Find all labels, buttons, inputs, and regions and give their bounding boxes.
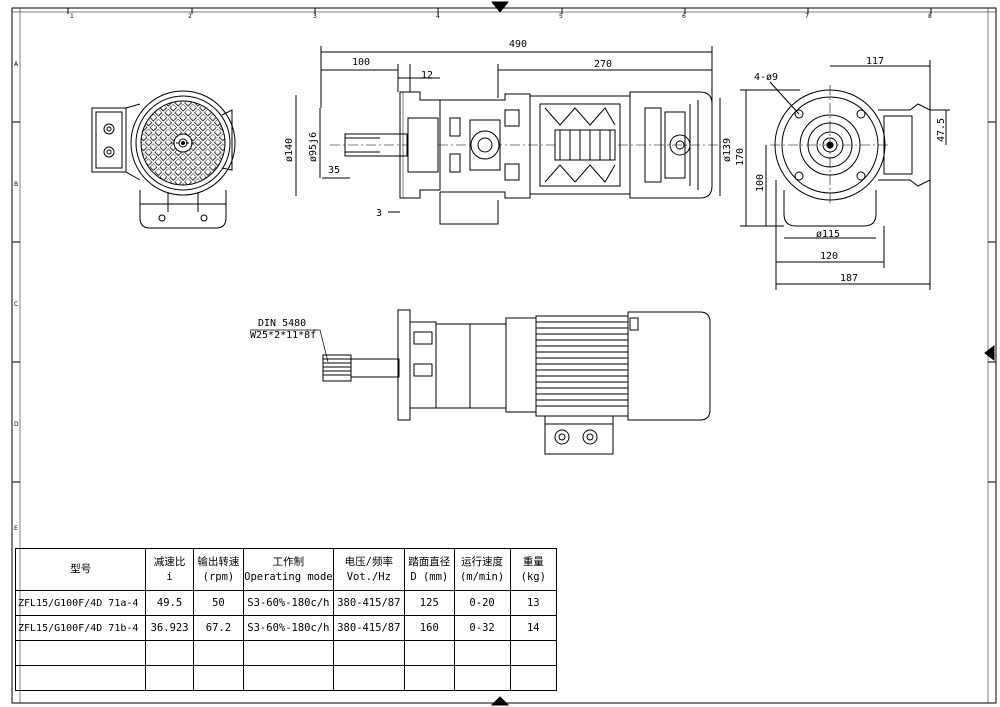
table-row-empty [14, 665, 558, 691]
dim-motor-diameter: ø139 [722, 138, 733, 162]
cell-voltage: 380-415/87 [332, 590, 406, 616]
section-view [295, 46, 721, 225]
spline-note-standard: DIN 5480 [258, 318, 306, 329]
cell-model: ZFL15/G100F/4D 71b-4 [14, 615, 147, 641]
dim-base-diameter: ø115 [816, 229, 840, 240]
spline-note: DIN 5480 W25*2*11*8f [250, 318, 316, 341]
table-row: ZFL15/G100F/4D 71a-4 49.5 50 S3-60%-180c… [14, 590, 558, 616]
dim-motor-length: 270 [594, 59, 612, 70]
dim-total-length: 490 [509, 39, 527, 50]
grid-label-2: 2 [188, 13, 192, 20]
grid-label-c: C [14, 301, 18, 308]
grid-label-4: 4 [436, 13, 440, 20]
dim-spigot: 3 [376, 208, 382, 219]
cell-weight: 14 [509, 615, 558, 641]
spline-note-spec: W25*2*11*8f [250, 330, 316, 341]
dim-base-width: 120 [820, 251, 838, 262]
grid-label-6: 6 [682, 13, 686, 20]
header-travel-speed: 运行速度(m/min) [453, 548, 511, 591]
grid-labels-side: A B C D E [14, 61, 19, 532]
section-dimension-text: 490 100 12 270 ø140 ø95j6 35 3 ø139 [284, 39, 733, 219]
cell-wheel-diameter: 125 [404, 590, 455, 616]
dim-diameter-140: ø140 [284, 138, 295, 162]
grid-label-1: 1 [70, 13, 74, 20]
grid-label-8: 8 [928, 13, 932, 20]
dim-overall-width: 187 [840, 273, 858, 284]
grid-label-7: 7 [805, 13, 809, 20]
cell-wheel-diameter: 160 [404, 615, 455, 641]
grid-label-a: A [14, 61, 19, 68]
dim-flange-thickness: 12 [421, 70, 433, 81]
header-output-speed: 输出转速(rpm) [192, 548, 245, 591]
dim-height-100: 100 [755, 174, 766, 192]
cell-model: ZFL15/G100F/4D 71a-4 [14, 590, 147, 616]
dim-height-170: 170 [735, 148, 746, 166]
cell-ratio: 49.5 [145, 590, 194, 616]
cell-travel-speed: 0-20 [453, 590, 511, 616]
grid-label-3: 3 [313, 13, 317, 20]
cell-operating-mode: S3-60%-180c/h [243, 590, 334, 616]
flange-dimension-text: 117 4-ø9 47.5 170 100 ø115 120 187 [735, 56, 947, 284]
table-row: ZFL15/G100F/4D 71b-4 36.923 67.2 S3-60%-… [14, 615, 558, 641]
dim-shaft-length: 35 [328, 165, 340, 176]
header-weight: 重量(kg) [509, 548, 558, 591]
flange-end-view [740, 60, 950, 290]
grid-label-e: E [14, 525, 18, 532]
dim-width-117: 117 [866, 56, 884, 67]
dim-height-47-5: 47.5 [936, 118, 947, 142]
dim-flange-offset: 100 [352, 57, 370, 68]
grid-label-b: B [14, 181, 18, 188]
fan-end-view [91, 90, 236, 229]
cell-voltage: 380-415/87 [332, 615, 406, 641]
dim-holes: 4-ø9 [754, 72, 778, 83]
cell-travel-speed: 0-32 [453, 615, 511, 641]
exterior-view [250, 309, 711, 455]
cell-operating-mode: S3-60%-180c/h [243, 615, 334, 641]
header-model: 型号 [14, 548, 147, 591]
cell-weight: 13 [509, 590, 558, 616]
grid-label-d: D [14, 421, 19, 428]
cell-ratio: 36.923 [145, 615, 194, 641]
grid-label-5: 5 [559, 13, 563, 20]
dim-diameter-95: ø95j6 [308, 132, 319, 162]
cell-output-speed: 50 [192, 590, 245, 616]
grid-labels-top: 1 2 3 4 5 6 7 8 [70, 13, 932, 20]
cell-output-speed: 67.2 [192, 615, 245, 641]
table-row-empty [14, 640, 558, 666]
